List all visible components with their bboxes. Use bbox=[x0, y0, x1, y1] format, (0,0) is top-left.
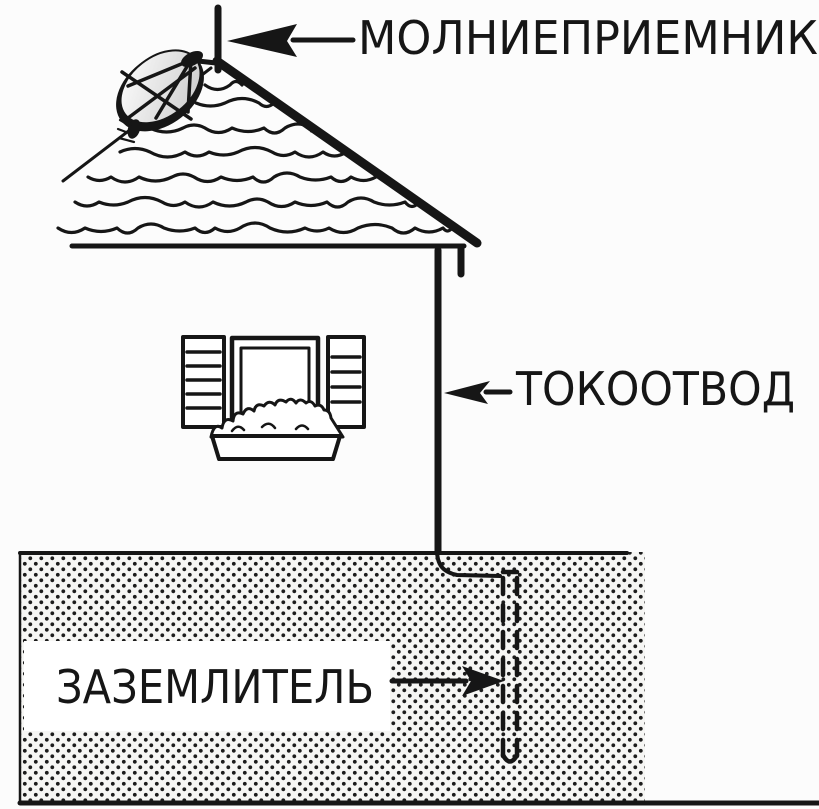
roof-texture-wave bbox=[194, 96, 276, 109]
arrow-left-icon bbox=[227, 24, 297, 57]
arrow-left-icon bbox=[444, 381, 490, 404]
dish-mount-scribble bbox=[116, 118, 136, 144]
flowers bbox=[209, 397, 345, 439]
air-terminal-label: МОЛНИЕПРИЕМНИК bbox=[358, 11, 818, 65]
lightning-rod bbox=[195, 4, 222, 74]
roof-texture-wave bbox=[56, 221, 454, 235]
flower-squiggles bbox=[230, 422, 310, 433]
shutter-right bbox=[326, 335, 366, 429]
flower-box bbox=[210, 434, 342, 461]
dish-feed-struts bbox=[126, 58, 193, 120]
house bbox=[61, 56, 482, 556]
dish-feed-horn bbox=[180, 50, 204, 68]
arrow-right-icon bbox=[462, 666, 504, 696]
window bbox=[181, 335, 366, 461]
down-conductor-label: ТОКООТВОД bbox=[515, 362, 795, 416]
roof-texture-wave bbox=[203, 79, 244, 92]
conductor-underground-bend bbox=[435, 548, 502, 578]
callout-ground-electrode: ЗАЗЕМЛИТЕЛЬ bbox=[24, 641, 504, 731]
callout-air-terminal: МОЛНИЕПРИЕМНИК bbox=[227, 11, 818, 65]
dish-cross-braces bbox=[120, 66, 197, 121]
shutter-right-slats bbox=[330, 355, 362, 404]
shutter-left-slats bbox=[185, 350, 222, 410]
label-background-box bbox=[24, 641, 390, 731]
rod-roof-joint bbox=[195, 58, 219, 66]
roof-texture-wave bbox=[148, 122, 314, 135]
grounding bbox=[435, 548, 520, 764]
ground-electrode-label: ЗАЗЕМЛИТЕЛЬ bbox=[56, 660, 374, 714]
roof-texture-wave bbox=[86, 170, 385, 184]
electrode-bottom-cap bbox=[500, 752, 520, 764]
roof-right-slope bbox=[212, 56, 482, 248]
satellite-dish-icon bbox=[116, 49, 204, 144]
callout-down-conductor: ТОКООТВОД bbox=[444, 362, 795, 416]
roof-texture-wave bbox=[73, 195, 421, 209]
roof-texture-wave bbox=[118, 145, 348, 159]
roof-texture bbox=[56, 79, 454, 235]
